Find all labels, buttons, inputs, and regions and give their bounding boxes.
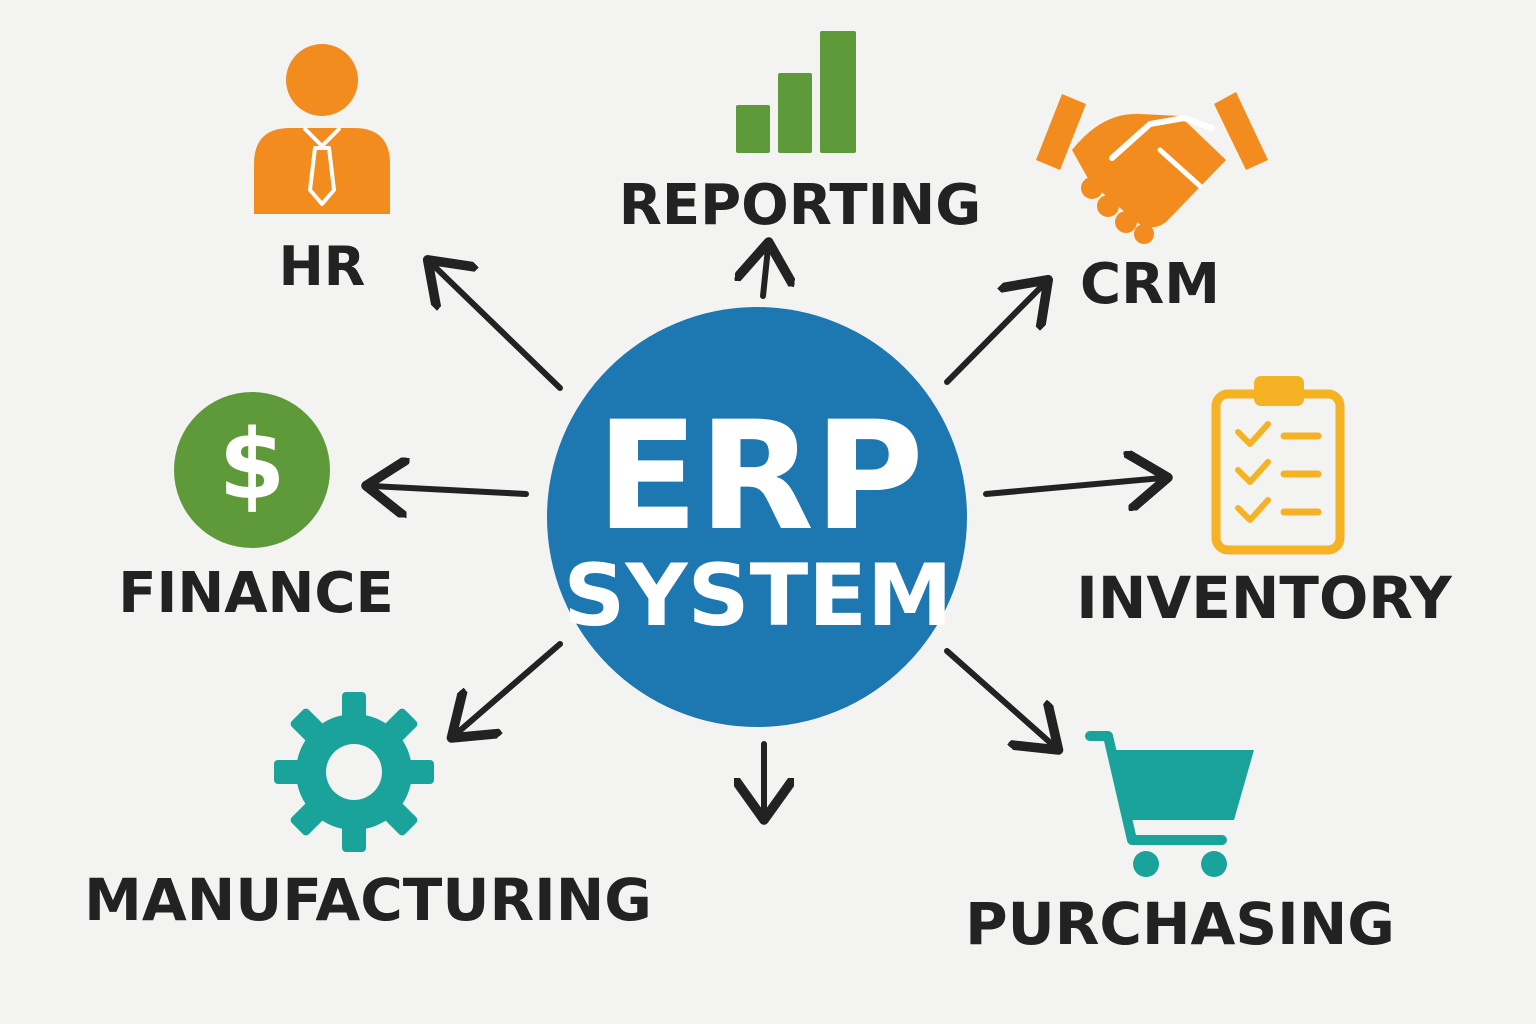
erp-hub: ERP SYSTEM bbox=[547, 307, 967, 727]
arrow-to-hr bbox=[432, 264, 563, 391]
hub-title: ERP bbox=[596, 390, 924, 564]
handshake-icon bbox=[1036, 92, 1268, 244]
module-label-hr: HR bbox=[279, 235, 366, 298]
arrow-to-reporting bbox=[763, 248, 768, 299]
shopping-cart-icon bbox=[1085, 731, 1254, 877]
module-purchasing: PURCHASING bbox=[965, 731, 1395, 958]
module-label-manufacturing: MANUFACTURING bbox=[84, 866, 652, 934]
module-finance: $ FINANCE bbox=[118, 392, 394, 626]
person-with-tie-icon bbox=[254, 44, 390, 214]
module-inventory: INVENTORY bbox=[1076, 376, 1453, 632]
module-label-reporting: REPORTING bbox=[619, 173, 982, 238]
hub-subtitle: SYSTEM bbox=[563, 546, 952, 646]
dollar-coin-icon: $ bbox=[174, 392, 330, 548]
arrow-to-inventory bbox=[983, 478, 1162, 494]
clipboard-checklist-icon bbox=[1211, 376, 1345, 555]
arrow-to-finance bbox=[372, 486, 529, 494]
module-hr: HR bbox=[254, 44, 390, 298]
arrow-to-crm bbox=[944, 284, 1044, 385]
module-label-crm: CRM bbox=[1080, 252, 1220, 317]
arrows bbox=[372, 248, 1162, 814]
bar-chart-icon bbox=[736, 31, 856, 153]
module-label-purchasing: PURCHASING bbox=[965, 890, 1395, 958]
module-crm: CRM bbox=[1036, 92, 1268, 317]
arrow-to-manufacturing bbox=[456, 641, 563, 734]
module-label-finance: FINANCE bbox=[118, 561, 394, 626]
hub-circle bbox=[547, 307, 967, 727]
module-manufacturing: MANUFACTURING bbox=[84, 692, 652, 934]
gear-icon bbox=[274, 692, 434, 852]
module-label-inventory: INVENTORY bbox=[1076, 564, 1453, 632]
module-reporting: REPORTING bbox=[619, 31, 982, 238]
arrow-to-purchasing bbox=[944, 648, 1054, 746]
svg-text:$: $ bbox=[219, 409, 286, 521]
